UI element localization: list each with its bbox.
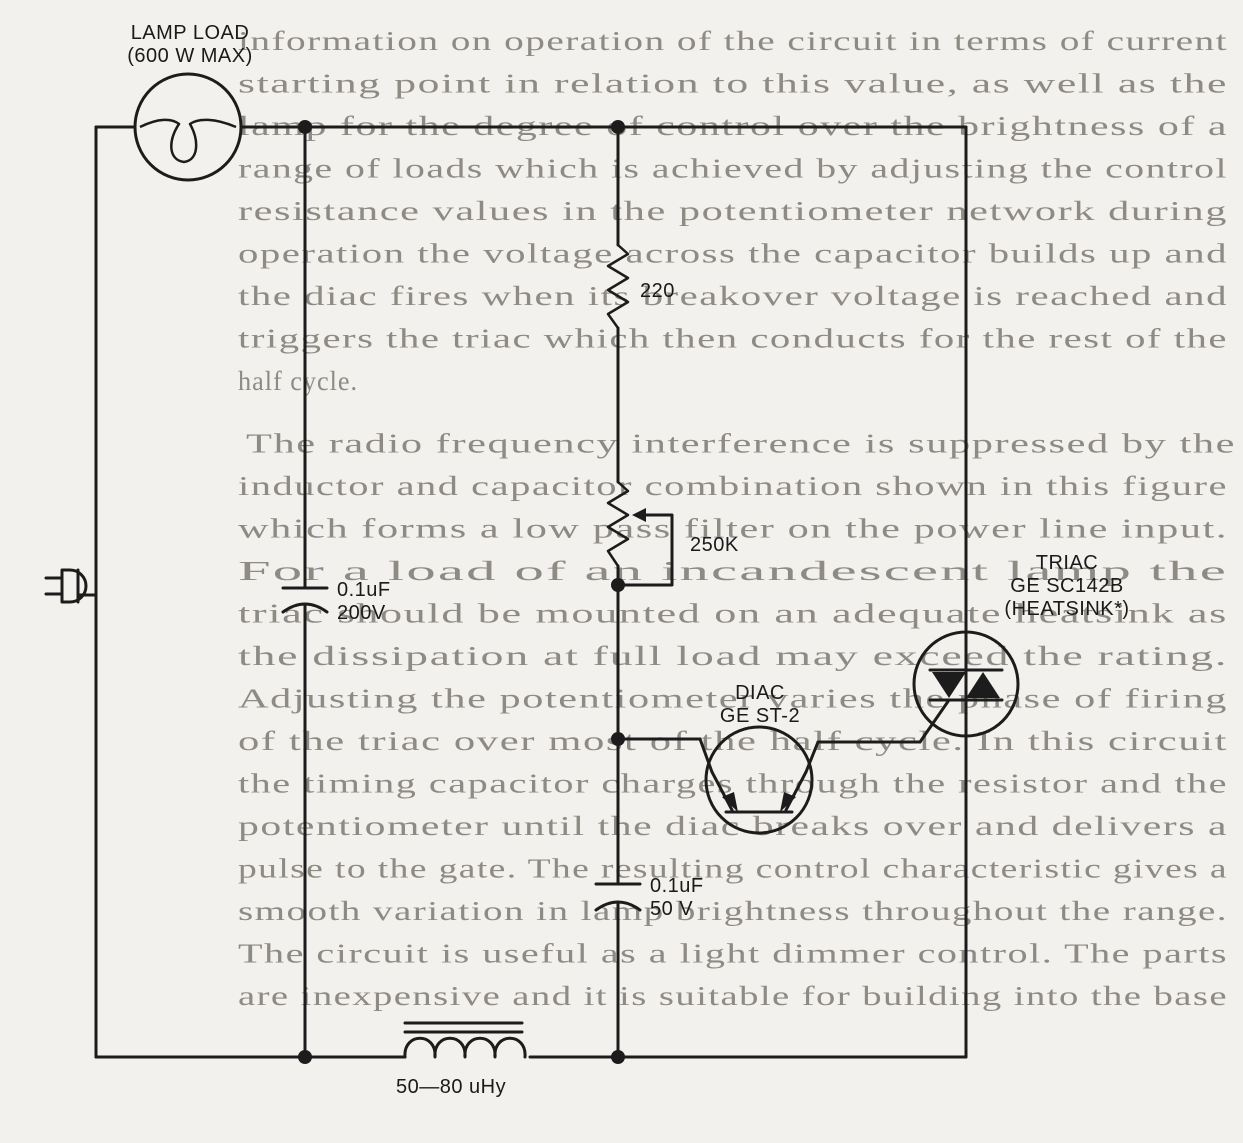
power-plug-icon: [44, 568, 98, 604]
capacitor-timing-value: 0.1uF: [650, 875, 704, 897]
capacitor-main-voltage: 200V: [337, 602, 386, 624]
diac-line2: GE ST-2: [719, 705, 801, 727]
lamp-load-line2: (600 W MAX): [127, 45, 253, 67]
background-text-line: which forms a low pass filter on the pow…: [238, 514, 1228, 544]
background-text-line: starting point in relation to this value…: [238, 69, 1228, 99]
lamp-load-label: LAMP LOAD (600 W MAX): [105, 22, 275, 68]
capacitor-main-value: 0.1uF: [337, 579, 391, 601]
capacitor-timing-voltage: 50 V: [650, 898, 694, 920]
background-text-line: range of loads which is achieved by adju…: [238, 154, 1228, 184]
potentiometer-value-label: 250K: [690, 534, 739, 556]
potentiometer-icon: [606, 481, 674, 587]
capacitor-timing-label: 0.1uF 50 V: [650, 875, 704, 921]
inductor-icon: [403, 1021, 527, 1059]
background-text-line: the diac fires when its breakover voltag…: [238, 281, 1228, 311]
capacitor-timing-icon: [594, 882, 642, 912]
background-text-line: smooth variation in lamp brightness thro…: [238, 896, 1228, 926]
diac-icon: [698, 725, 820, 835]
diac-line1: DIAC: [735, 682, 785, 704]
background-text-line: information on operation of the circuit …: [238, 26, 1228, 56]
resistor-value-label: 220: [640, 280, 675, 302]
background-text-line: the dissipation at full load may exceed …: [238, 641, 1228, 671]
background-text-line: Adjusting the potentiometer varies the p…: [238, 684, 1228, 714]
triac-icon: [912, 630, 1020, 744]
background-text-line: triggers the triac which then conducts f…: [238, 324, 1228, 354]
diac-label: DIAC GE ST-2: [690, 682, 830, 728]
background-text-line: pulse to the gate. The resulting control…: [238, 854, 1228, 884]
resistor-icon: [606, 244, 630, 329]
background-text-line: triac should be mounted on an adequate h…: [238, 599, 1228, 629]
background-text-line: operation the voltage across the capacit…: [238, 239, 1228, 269]
triac-line2: GE SC142B: [1010, 575, 1124, 597]
lamp-icon: [133, 72, 243, 182]
background-text-line: are inexpensive and it is suitable for b…: [238, 981, 1228, 1011]
background-text-line: The radio frequency interference is supp…: [246, 429, 1236, 459]
background-text-line: resistance values in the potentiometer n…: [238, 196, 1228, 226]
triac-label: TRIAC GE SC142B (HEATSINK*): [962, 552, 1172, 621]
background-text-line: The circuit is useful as a light dimmer …: [238, 939, 1228, 969]
lamp-load-line1: LAMP LOAD: [130, 22, 250, 44]
triac-line3: (HEATSINK*): [1004, 598, 1130, 620]
background-text-line: of the triac over most of the half cycle…: [238, 726, 1228, 756]
inductor-value-label: 50—80 uHy: [396, 1076, 507, 1098]
triac-line1: TRIAC: [1035, 552, 1099, 574]
wiring: [94, 125, 968, 1059]
capacitor-main-icon: [281, 586, 329, 614]
junction-nodes: [298, 120, 625, 1064]
background-text-line: half cycle.: [238, 366, 358, 396]
capacitor-main-label: 0.1uF 200V: [337, 579, 391, 625]
background-text-block: information on operation of the circuit …: [238, 26, 1236, 1011]
background-text-line: For a load of an incandescent lamp the: [238, 556, 1228, 586]
background-text-line: inductor and capacitor combination shown…: [238, 471, 1228, 501]
